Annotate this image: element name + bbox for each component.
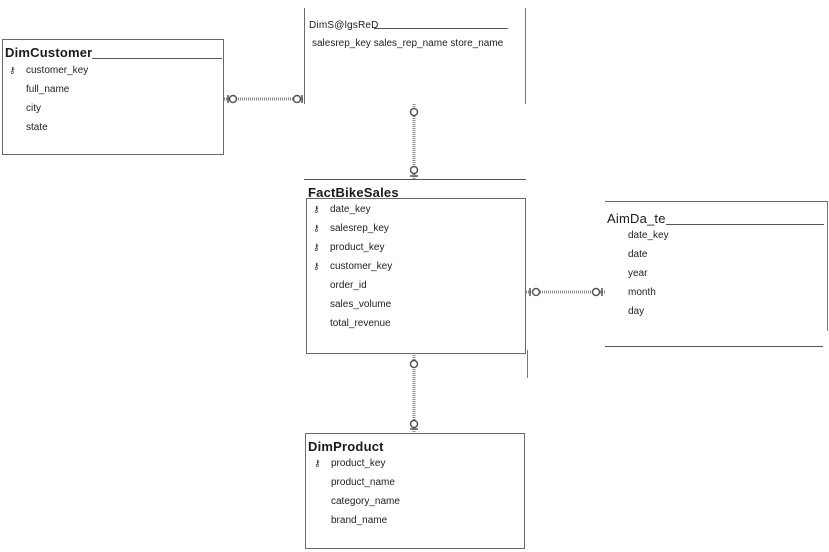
table-dim-date[interactable] <box>605 201 827 347</box>
column-name: date_key <box>330 204 371 215</box>
table-title: DimS@lgsReD <box>309 20 379 31</box>
table-title: DimCustomer <box>5 45 93 60</box>
column-list: salesrep_key sales_rep_name store_name <box>312 38 504 49</box>
table-title: DimProduct <box>308 439 384 454</box>
table-top-border <box>304 179 526 180</box>
key-icon: ⚷ <box>313 223 320 233</box>
title-underline <box>666 224 824 225</box>
title-underline <box>374 28 508 29</box>
table-dim-product[interactable] <box>305 433 525 549</box>
column-name: month <box>628 287 656 298</box>
column-name: date_key <box>628 230 669 241</box>
key-icon: ⚷ <box>313 204 320 214</box>
table-dim-salesrep[interactable] <box>304 8 526 104</box>
column-name: category_name <box>331 496 400 507</box>
table-title: AimDa_te <box>607 211 666 226</box>
relation-fact-product <box>409 355 419 432</box>
relation-salesrep-fact <box>409 104 419 180</box>
column-name: product_name <box>331 477 395 488</box>
edge-line <box>525 8 526 104</box>
column-name: day <box>628 306 645 317</box>
column-name: year <box>628 268 648 279</box>
column-name: total_revenue <box>330 318 391 329</box>
key-icon: ⚷ <box>313 261 320 271</box>
title-underline <box>92 58 222 59</box>
column-name: salesrep_key <box>330 223 389 234</box>
column-name: order_id <box>330 280 367 291</box>
table-title: FactBikeSales <box>308 185 399 200</box>
key-icon: ⚷ <box>314 458 321 468</box>
relation-fact-date <box>526 287 606 297</box>
column-name: full_name <box>26 84 70 95</box>
key-icon: ⚷ <box>9 65 16 75</box>
column-name: state <box>26 122 48 133</box>
column-name: product_key <box>330 242 385 253</box>
column-name: brand_name <box>331 515 388 526</box>
edge-line <box>527 350 528 378</box>
column-name: city <box>26 103 41 114</box>
relation-customer-salesrep <box>224 94 304 104</box>
column-name: customer_key <box>26 65 89 76</box>
edge-line <box>827 201 828 331</box>
column-name: customer_key <box>330 261 393 272</box>
column-name: sales_volume <box>330 299 392 310</box>
column-name: date <box>628 249 648 260</box>
table-fact-bike-sales[interactable] <box>306 198 526 354</box>
column-name: product_key <box>331 458 386 469</box>
table-bottom-border <box>605 346 823 347</box>
key-icon: ⚷ <box>313 242 320 252</box>
